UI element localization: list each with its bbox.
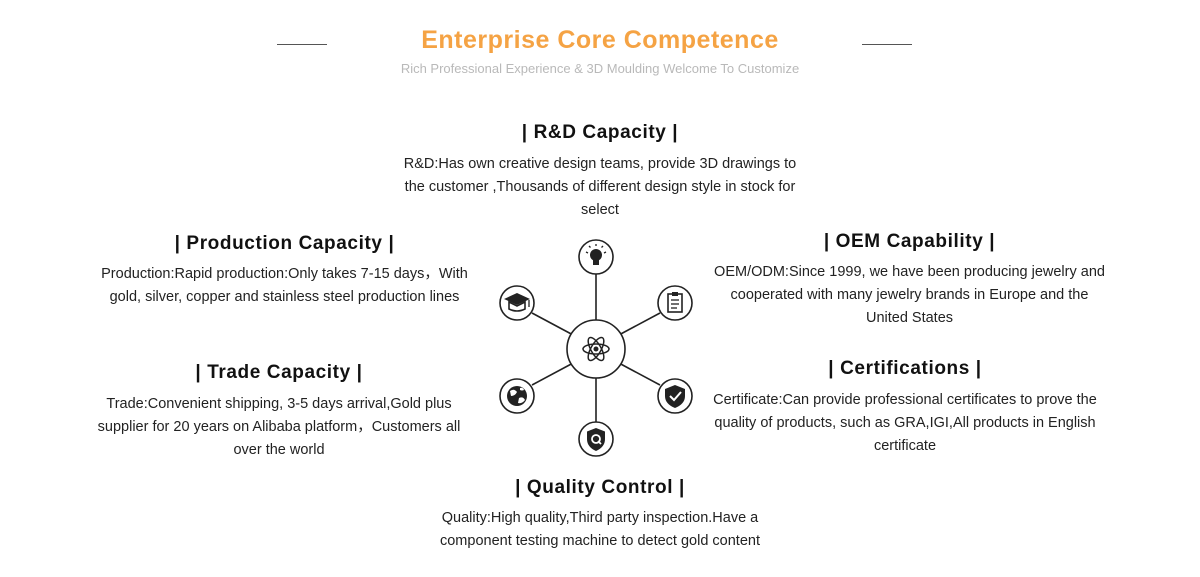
graduation-cap-icon xyxy=(499,285,535,321)
spoke-top-left xyxy=(531,312,576,337)
globe-icon xyxy=(499,378,535,414)
clipboard-icon xyxy=(657,285,693,321)
certifications-block: | Certifications | Certificate:Can provi… xyxy=(710,358,1100,458)
production-capacity-block: | Production Capacity | Production:Rapid… xyxy=(92,233,477,309)
rd-capacity-title: | R&D Capacity | xyxy=(521,122,679,143)
spoke-bottom-left xyxy=(531,361,576,386)
oem-capability-block: | OEM Capability | OEM/ODM:Since 1999, w… xyxy=(712,231,1107,330)
production-capacity-text: Production:Rapid production:Only takes 7… xyxy=(101,266,468,305)
quality-control-text: Quality:High quality,Third party inspect… xyxy=(439,510,760,549)
quality-control-title: | Quality Control | xyxy=(515,477,685,498)
trade-capacity-text: Trade:Convenient shipping, 3-5 days arri… xyxy=(97,396,461,458)
spoke-top-right xyxy=(616,312,661,337)
title-left-divider xyxy=(277,44,327,45)
certifications-title: | Certifications | xyxy=(828,358,982,379)
certifications-text: Certificate:Can provide professional cer… xyxy=(713,392,1097,454)
lightbulb-icon xyxy=(578,239,614,275)
trade-capacity-block: | Trade Capacity | Trade:Convenient ship… xyxy=(84,362,474,462)
shield-check-icon xyxy=(657,378,693,414)
page-subtitle: Rich Professional Experience & 3D Mouldi… xyxy=(400,61,800,76)
oem-capability-title: | OEM Capability | xyxy=(823,231,996,252)
oem-capability-text: OEM/ODM:Since 1999, we have been produci… xyxy=(714,264,1105,326)
trade-capacity-title: | Trade Capacity | xyxy=(195,362,363,383)
atom-icon xyxy=(566,319,626,379)
production-capacity-title: | Production Capacity | xyxy=(174,233,395,254)
rd-capacity-block: | R&D Capacity | R&D:Has own creative de… xyxy=(395,122,805,222)
title-right-divider xyxy=(862,44,912,45)
quality-control-block: | Quality Control | Quality:High quality… xyxy=(400,477,800,553)
quality-q-icon xyxy=(578,421,614,457)
spoke-bottom-right xyxy=(616,361,661,386)
page-title: Enterprise Core Competence xyxy=(421,26,779,54)
rd-capacity-text: R&D:Has own creative design teams, provi… xyxy=(403,156,797,218)
